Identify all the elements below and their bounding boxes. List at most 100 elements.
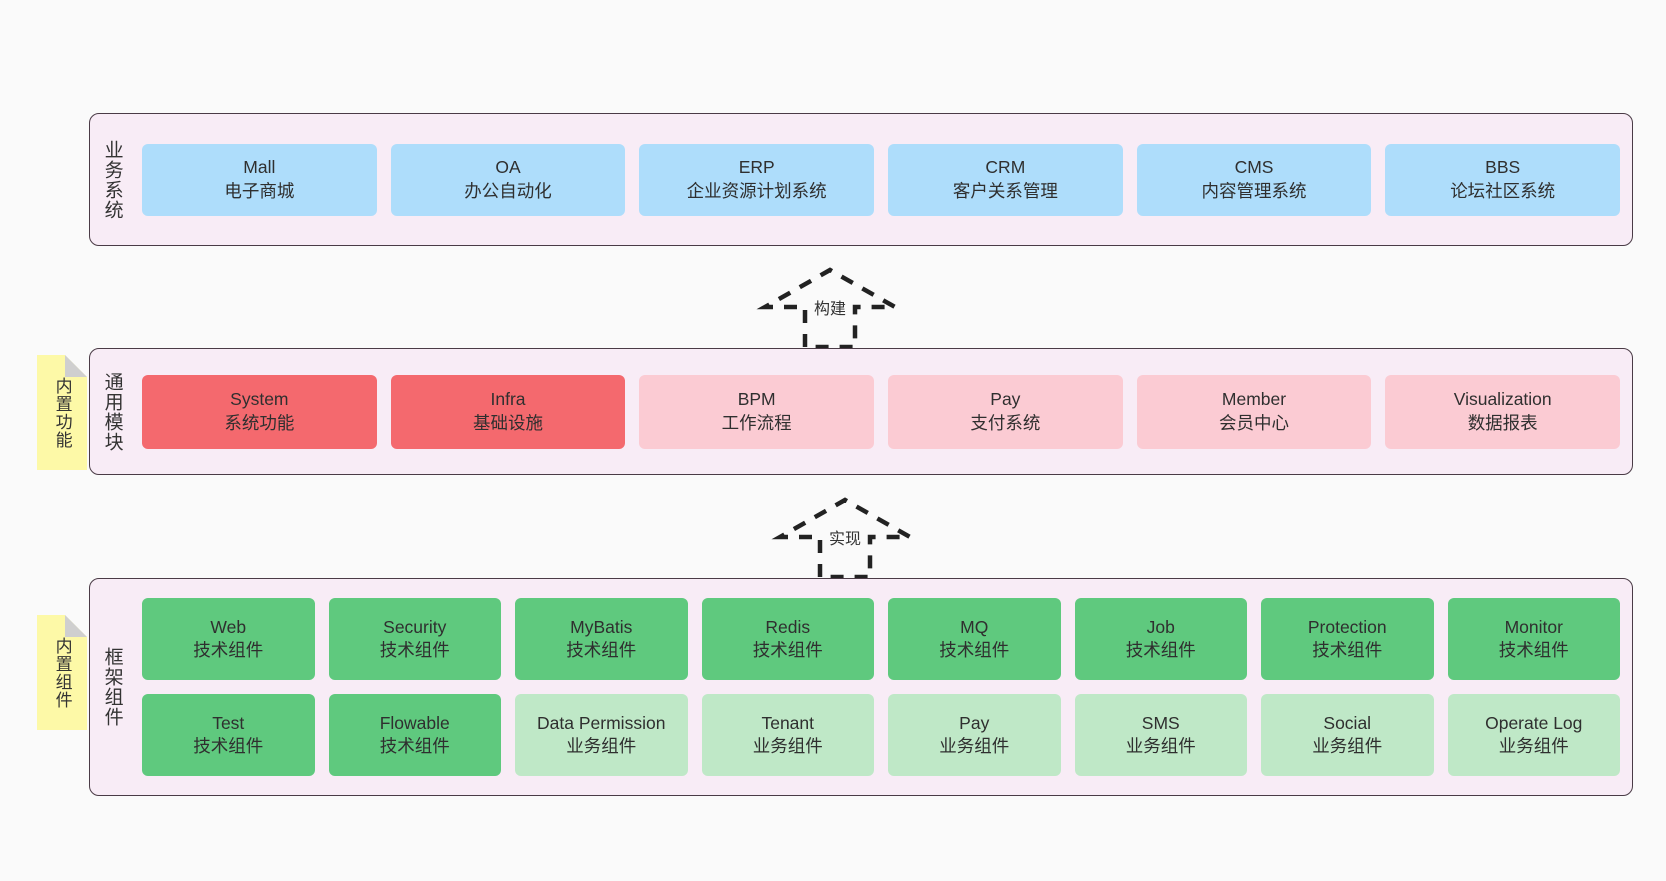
module-name-cn: 论坛社区系统 — [1450, 180, 1556, 201]
module-card-crm[interactable]: CRM 客户关系管理 — [888, 143, 1123, 216]
module-card-system[interactable]: System 系统功能 — [142, 374, 377, 449]
note-fold-corner-features — [65, 355, 87, 377]
note-fold-corner-components — [65, 615, 87, 637]
module-name-cn: 企业资源计划系统 — [686, 180, 827, 201]
component-card-sms[interactable]: SMS 业务组件 — [1074, 694, 1247, 776]
component-type-cn: 技术组件 — [752, 640, 823, 660]
module-card-visualization[interactable]: Visualization 数据报表 — [1385, 374, 1621, 449]
module-name-en: ERP — [738, 157, 775, 178]
component-type-cn: 技术组件 — [1498, 640, 1569, 660]
component-card-redis[interactable]: Redis 技术组件 — [701, 598, 874, 680]
module-name-en: CRM — [985, 157, 1026, 178]
component-name-en: Flowable — [379, 712, 450, 733]
component-type-cn: 技术组件 — [379, 736, 450, 756]
implement-arrow-label: 实现 — [828, 531, 861, 548]
component-type-cn: 业务组件 — [939, 736, 1010, 756]
module-card-pay[interactable]: Pay 支付系统 — [888, 374, 1123, 449]
note-label: 内置功能 — [52, 376, 72, 449]
layer-label-business-systems: 业务系统 — [101, 139, 123, 220]
component-name-en: Operate Log — [1485, 712, 1583, 733]
module-card-cms[interactable]: CMS 内容管理系统 — [1136, 143, 1372, 216]
component-type-cn: 技术组件 — [379, 640, 450, 660]
component-name-en: Web — [210, 616, 247, 637]
note-label: 内置组件 — [52, 636, 72, 709]
layer-business-systems: 业务系统 Mall 电子商城 OA 办公自动化 ERP 企业资源计划系统 CRM… — [89, 113, 1633, 246]
component-card-flowable[interactable]: Flowable 技术组件 — [328, 694, 501, 776]
module-name-cn: 客户关系管理 — [952, 180, 1058, 201]
component-card-protection[interactable]: Protection 技术组件 — [1261, 598, 1434, 680]
component-type-cn: 技术组件 — [193, 640, 264, 660]
module-name-cn: 支付系统 — [970, 412, 1041, 433]
module-name-en: BBS — [1485, 157, 1521, 178]
row-business-components: Test 技术组件 Flowable 技术组件 Data Permission … — [142, 694, 1620, 776]
module-name-cn: 基础设施 — [473, 412, 543, 433]
module-name-cn: 电子商城 — [224, 180, 295, 201]
component-name-en: MQ — [960, 616, 989, 637]
module-card-member[interactable]: Member 会员中心 — [1136, 374, 1372, 449]
module-name-cn: 系统功能 — [224, 412, 295, 433]
component-name-en: Data Permission — [537, 712, 666, 733]
component-card-operate-log[interactable]: Operate Log 业务组件 — [1447, 694, 1620, 776]
component-name-en: Protection — [1307, 616, 1387, 637]
component-card-job[interactable]: Job 技术组件 — [1074, 598, 1247, 680]
layer-label-framework-components: 框架组件 — [101, 647, 123, 727]
implement-arrow-outline — [771, 497, 919, 580]
module-card-erp[interactable]: ERP 企业资源计划系统 — [639, 143, 875, 216]
row-technical-components: Web 技术组件 Security 技术组件 MyBatis 技术组件 Redi… — [142, 598, 1620, 680]
component-name-en: MyBatis — [570, 616, 633, 637]
component-type-cn: 业务组件 — [752, 736, 823, 756]
module-card-infra[interactable]: Infra 基础设施 — [390, 374, 626, 449]
component-card-web[interactable]: Web 技术组件 — [142, 598, 315, 680]
module-name-en: Mall — [243, 157, 276, 178]
layer-common-modules: 通用模块 System 系统功能 Infra 基础设施 BPM 工作流程 Pay… — [89, 348, 1633, 475]
build-arrow-label: 构建 — [813, 301, 846, 318]
module-name-en: OA — [495, 157, 521, 178]
layer-body-framework-components: Web 技术组件 Security 技术组件 MyBatis 技术组件 Redi… — [134, 579, 1632, 795]
component-type-cn: 技术组件 — [566, 640, 637, 660]
row-business-systems: Mall 电子商城 OA 办公自动化 ERP 企业资源计划系统 CRM 客户关系… — [142, 143, 1621, 216]
module-name-cn: 办公自动化 — [464, 180, 552, 201]
component-card-mq[interactable]: MQ 技术组件 — [888, 598, 1061, 680]
component-type-cn: 业务组件 — [1498, 736, 1569, 756]
component-card-security[interactable]: Security 技术组件 — [328, 598, 501, 680]
component-name-en: Tenant — [761, 712, 815, 733]
component-type-cn: 技术组件 — [1312, 640, 1383, 660]
layer-label-common-modules: 通用模块 — [101, 371, 123, 452]
component-type-cn: 业务组件 — [566, 736, 637, 756]
component-type-cn: 技术组件 — [939, 640, 1010, 660]
component-card-data-permission[interactable]: Data Permission 业务组件 — [515, 694, 688, 776]
module-name-en: System — [230, 389, 289, 410]
component-card-mybatis[interactable]: MyBatis 技术组件 — [515, 598, 688, 680]
module-card-mall[interactable]: Mall 电子商城 — [142, 143, 377, 216]
module-name-en: Visualization — [1453, 389, 1552, 410]
layer-body-common-modules: System 系统功能 Infra 基础设施 BPM 工作流程 Pay 支付系统… — [134, 349, 1632, 474]
component-card-test[interactable]: Test 技术组件 — [142, 694, 315, 776]
build-arrow-outline — [756, 267, 904, 350]
module-name-en: CMS — [1234, 157, 1274, 178]
layer-framework-components: 框架组件 Web 技术组件 Security 技术组件 MyBatis 技术组件… — [89, 578, 1633, 796]
module-card-oa[interactable]: OA 办公自动化 — [390, 143, 626, 216]
component-type-cn: 技术组件 — [1125, 640, 1196, 660]
module-name-cn: 数据报表 — [1467, 412, 1538, 433]
module-name-en: Member — [1221, 389, 1287, 410]
component-name-en: Security — [383, 616, 447, 637]
component-type-cn: 业务组件 — [1312, 736, 1383, 756]
component-card-monitor[interactable]: Monitor 技术组件 — [1447, 598, 1620, 680]
component-name-en: Job — [1146, 616, 1175, 637]
note-builtin-components: 内置组件 — [37, 615, 87, 730]
module-card-bbs[interactable]: BBS 论坛社区系统 — [1385, 143, 1621, 216]
module-name-en: Infra — [490, 389, 526, 410]
component-card-social[interactable]: Social 业务组件 — [1261, 694, 1434, 776]
component-name-en: Test — [212, 712, 245, 733]
module-name-en: BPM — [737, 389, 776, 410]
module-name-cn: 内容管理系统 — [1201, 180, 1307, 201]
component-card-tenant[interactable]: Tenant 业务组件 — [701, 694, 874, 776]
implement-arrow — [771, 497, 919, 580]
row-common-modules: System 系统功能 Infra 基础设施 BPM 工作流程 Pay 支付系统… — [142, 374, 1621, 449]
component-card-pay[interactable]: Pay 业务组件 — [888, 694, 1061, 776]
layer-body-business-systems: Mall 电子商城 OA 办公自动化 ERP 企业资源计划系统 CRM 客户关系… — [134, 114, 1632, 245]
module-card-bpm[interactable]: BPM 工作流程 — [639, 374, 875, 449]
module-name-en: Pay — [990, 389, 1021, 410]
component-name-en: Pay — [959, 712, 990, 733]
component-name-en: Monitor — [1504, 616, 1563, 637]
